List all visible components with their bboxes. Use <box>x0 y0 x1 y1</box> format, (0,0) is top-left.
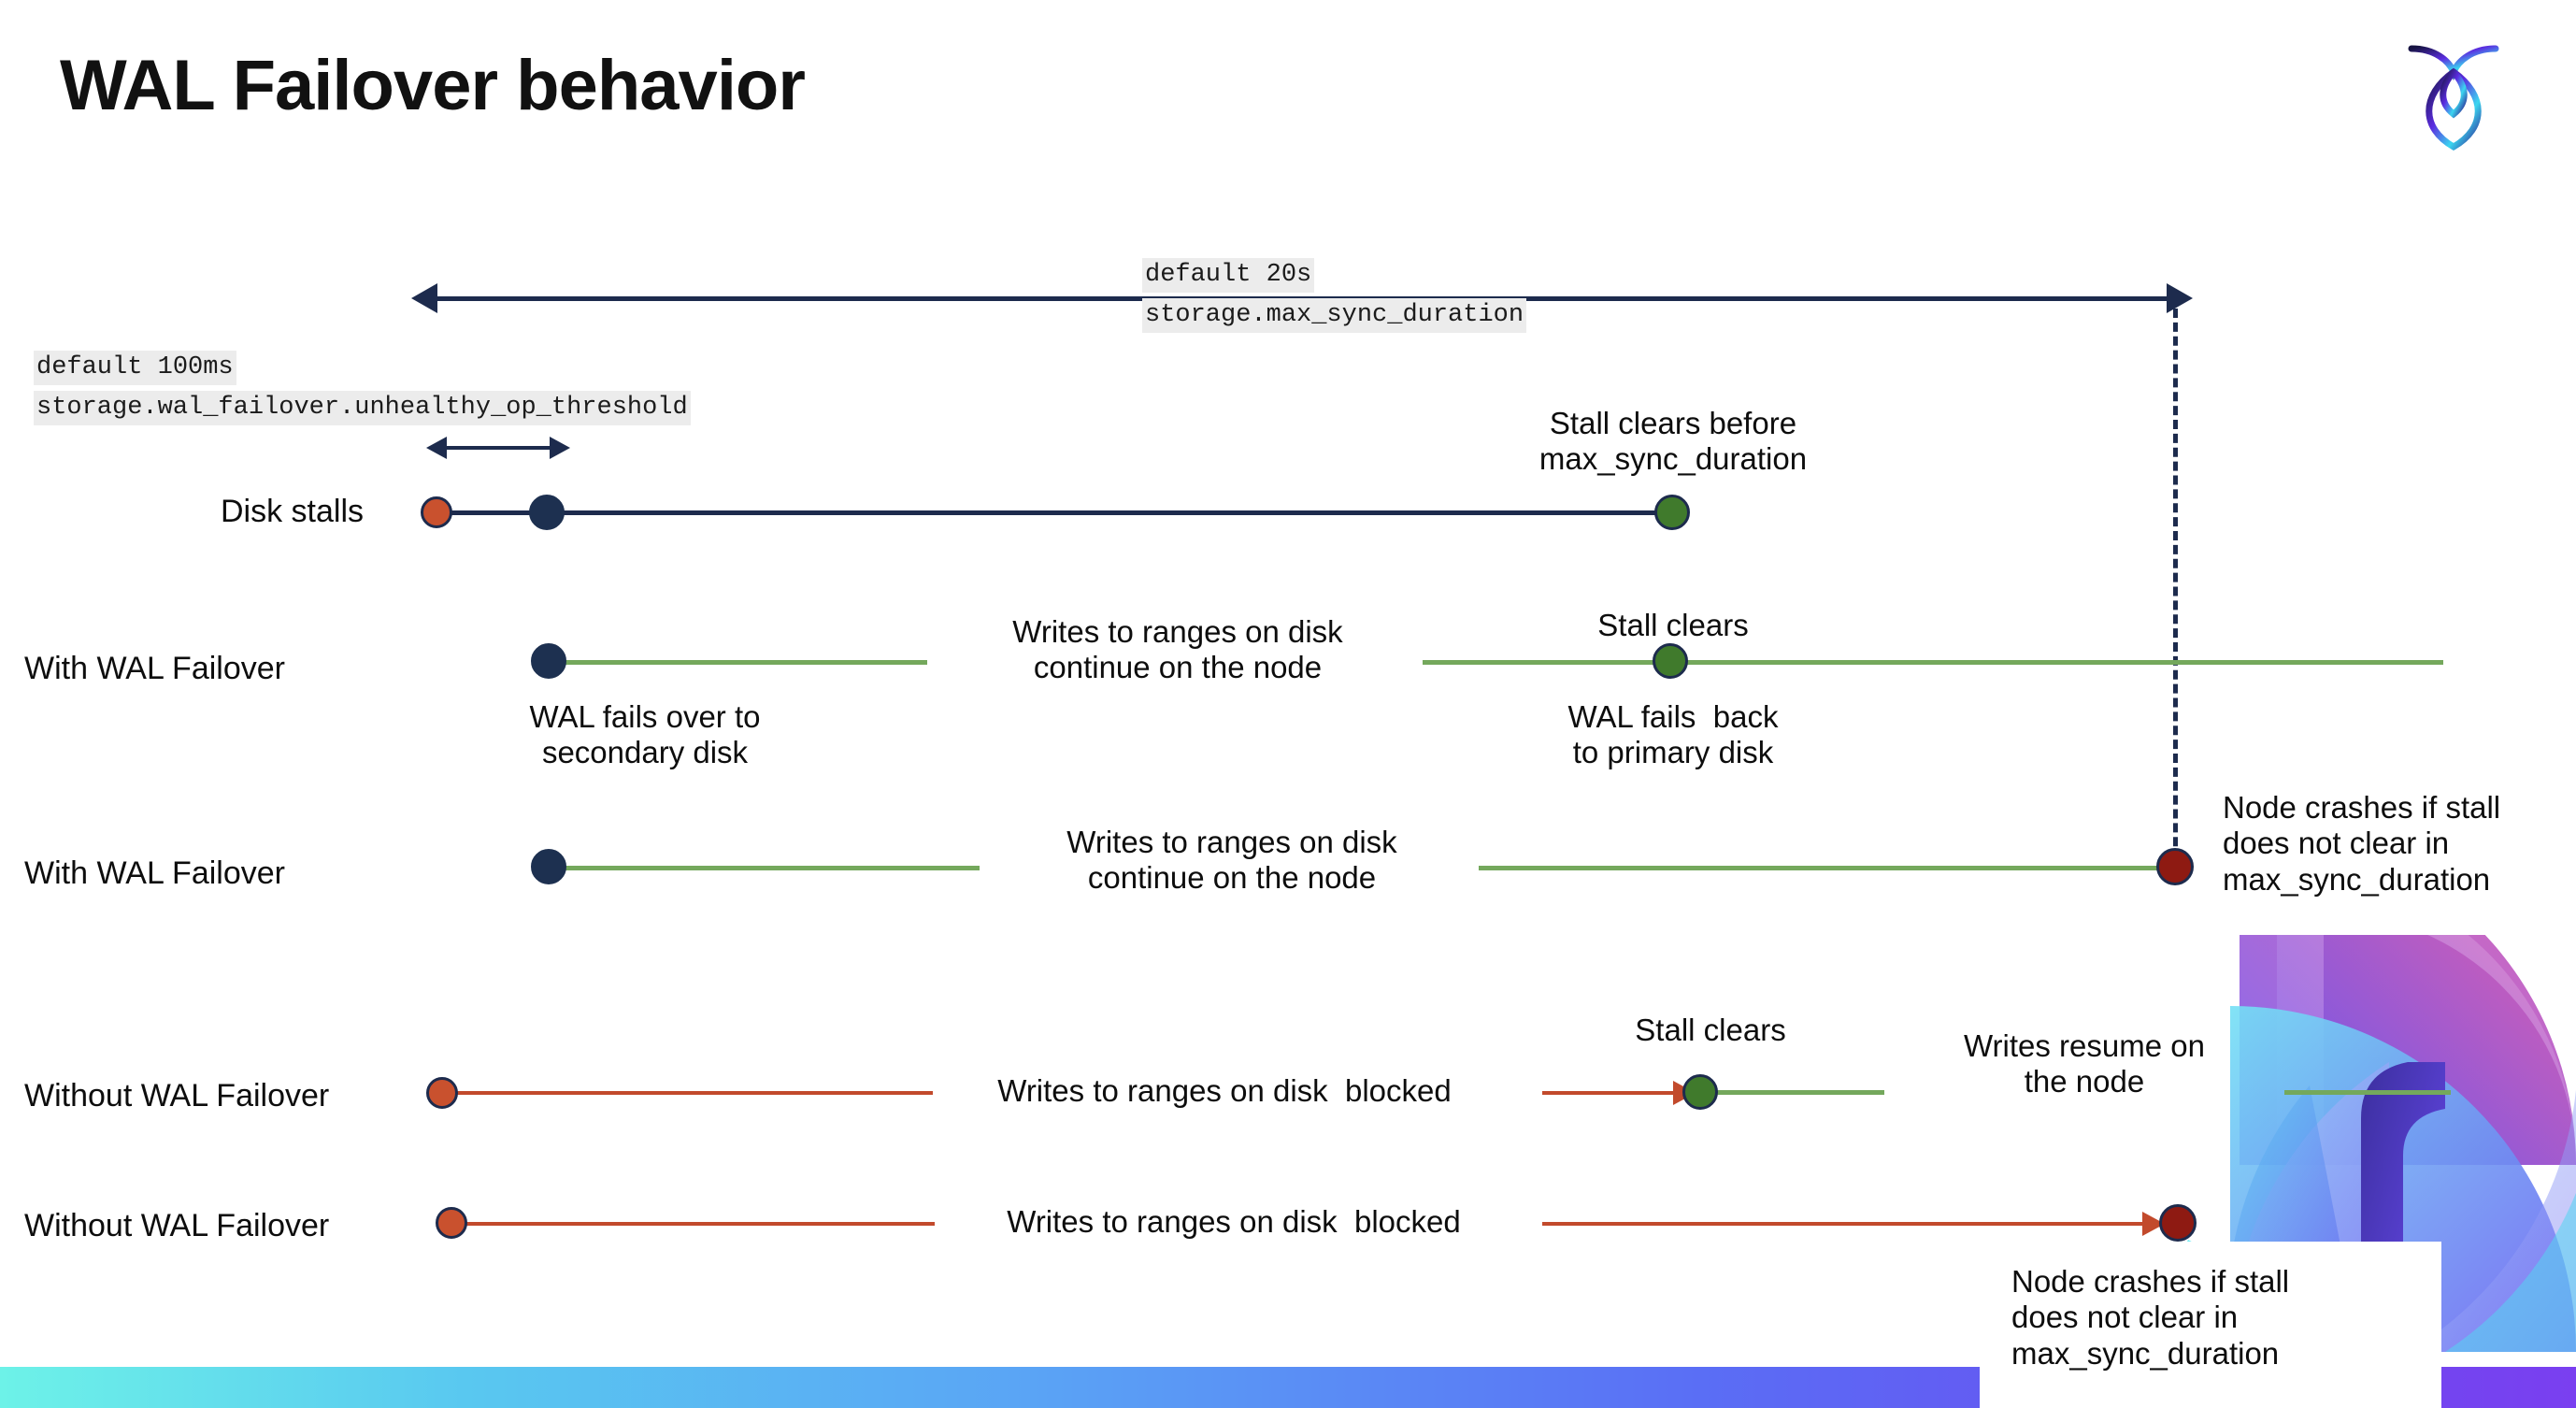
stall-clears-before-note: Stall clears before max_sync_duration <box>1538 406 1808 477</box>
row4-writes-blocked-note: Writes to ranges on disk blocked <box>997 1073 1452 1108</box>
row2-green-line-a <box>550 660 927 665</box>
unhealthy-arrow-left-icon <box>426 437 447 459</box>
disk-stall-failover-dot <box>529 495 565 530</box>
row5-crash-dot <box>2159 1204 2197 1242</box>
unhealthy-default-code: default 100ms <box>34 351 236 385</box>
row4-red-line-a <box>447 1091 933 1095</box>
disk-stall-clear-dot <box>1654 495 1690 530</box>
disk-stall-start-dot <box>421 496 452 528</box>
row4-green-line-b <box>2284 1090 2451 1095</box>
row5-node-crashes-note: Node crashes if stall does not clear in … <box>2011 1264 2290 1371</box>
disk-stalls-line <box>436 510 1669 515</box>
unhealthy-arrow-right-icon <box>550 437 570 459</box>
row4-stall-start-dot <box>426 1077 458 1109</box>
row2-failover-dot <box>531 643 566 679</box>
row-label-without-wal-failover-1: Without WAL Failover <box>24 1078 330 1113</box>
unhealthy-setting-code: storage.wal_failover.unhealthy_op_thresh… <box>34 391 691 425</box>
row-label-without-wal-failover-2: Without WAL Failover <box>24 1208 330 1243</box>
row2-wal-fails-over-note: WAL fails over to secondary disk <box>529 699 761 770</box>
row3-green-line-b <box>1479 866 2180 870</box>
row4-stall-clears-note: Stall clears <box>1635 1013 1786 1047</box>
max-sync-arrow-right-icon <box>2167 283 2193 313</box>
row4-writes-resume-note: Writes resume on the node <box>1964 1028 2205 1099</box>
row-label-with-wal-failover-2: With WAL Failover <box>24 855 285 891</box>
row2-wal-fails-back-note: WAL fails back to primary disk <box>1567 699 1779 770</box>
max-sync-arrow-left-icon <box>411 283 437 313</box>
row2-stall-clears-note: Stall clears <box>1597 608 1749 642</box>
row5-stall-start-dot <box>436 1207 467 1239</box>
row5-writes-blocked-note: Writes to ranges on disk blocked <box>1007 1204 1461 1239</box>
cockroachdb-logo-icon <box>2402 30 2505 151</box>
row4-red-line-b <box>1542 1091 1682 1095</box>
row4-green-line-a <box>1707 1090 1884 1095</box>
row5-red-line-a <box>458 1222 935 1226</box>
row3-node-crashes-note: Node crashes if stall does not clear in … <box>2223 790 2501 897</box>
row-label-with-wal-failover-1: With WAL Failover <box>24 651 285 686</box>
row-label-disk-stalls: Disk stalls <box>221 494 365 529</box>
page-title: WAL Failover behavior <box>60 46 806 125</box>
max-sync-default-code: default 20s <box>1142 258 1315 293</box>
row4-stall-clear-dot <box>1682 1074 1718 1110</box>
row2-writes-continue-note: Writes to ranges on disk continue on the… <box>1012 614 1343 685</box>
max-sync-dashed-guide <box>2173 309 2178 874</box>
max-sync-setting-code: storage.max_sync_duration <box>1142 298 1527 333</box>
row3-failover-dot <box>531 849 566 884</box>
row3-writes-continue-note: Writes to ranges on disk continue on the… <box>1066 825 1397 896</box>
crash-callout-box <box>1980 1242 2441 1408</box>
row2-stall-clear-dot <box>1653 643 1688 679</box>
row5-red-line-b <box>1542 1222 2159 1226</box>
crash-callout-box-2 <box>2225 767 2576 935</box>
row2-green-line-b <box>1423 660 2443 665</box>
row3-green-line-a <box>550 866 980 870</box>
row3-crash-dot <box>2156 848 2194 885</box>
unhealthy-span-line <box>447 446 550 450</box>
